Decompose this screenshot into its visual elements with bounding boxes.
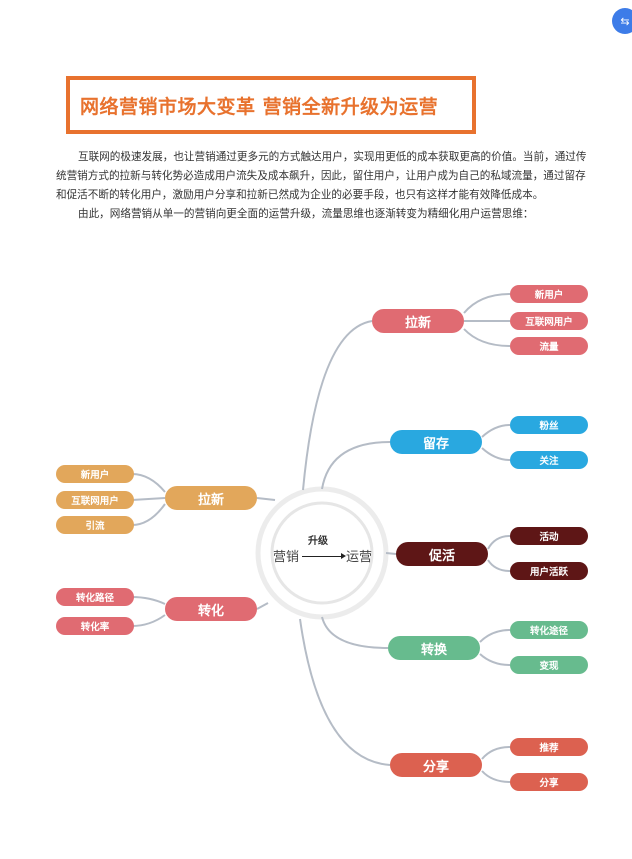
leaf-node[interactable]: 活动 xyxy=(510,527,588,545)
leaf-node[interactable]: 分享 xyxy=(510,773,588,791)
branch-node[interactable]: 促活 xyxy=(396,542,488,566)
leaf-node[interactable]: 关注 xyxy=(510,451,588,469)
intro-paragraph: 互联网的极速发展，也让营销通过更多元的方式触达用户，实现用更低的成本获取更高的价… xyxy=(56,151,587,201)
translate-icon[interactable]: ⇆ xyxy=(612,8,632,34)
leaf-node[interactable]: 互联网用户 xyxy=(510,312,588,330)
center-arrow-label: 升级 xyxy=(308,536,328,547)
leaf-node[interactable]: 用户活跃 xyxy=(510,562,588,580)
summary-paragraph: 由此，网络营销从单一的营销向更全面的运营升级，流量思维也逐渐转变为精细化用户运营… xyxy=(78,208,534,220)
branch-node[interactable]: 转换 xyxy=(388,636,480,660)
leaf-node[interactable]: 推荐 xyxy=(510,738,588,756)
leaf-node[interactable]: 互联网用户 xyxy=(56,491,134,509)
branch-node[interactable]: 拉新 xyxy=(165,486,257,510)
page-title: 网络营销市场大变革 营销全新升级为运营 xyxy=(80,95,439,118)
arrow-icon xyxy=(302,553,346,559)
leaf-node[interactable]: 新用户 xyxy=(56,465,134,483)
leaf-node[interactable]: 转化路径 xyxy=(56,588,134,606)
leaf-node[interactable]: 转化率 xyxy=(56,617,134,635)
branch-node[interactable]: 分享 xyxy=(390,753,482,777)
leaf-node[interactable]: 新用户 xyxy=(510,285,588,303)
title-box: 网络营销市场大变革 营销全新升级为运营 xyxy=(66,76,476,134)
center-from: 营销 xyxy=(273,550,300,565)
leaf-node[interactable]: 粉丝 xyxy=(510,416,588,434)
branch-node[interactable]: 拉新 xyxy=(372,309,464,333)
branch-node[interactable]: 留存 xyxy=(390,430,482,454)
leaf-node[interactable]: 引流 xyxy=(56,516,134,534)
leaf-node[interactable]: 转化途径 xyxy=(510,621,588,639)
branch-node[interactable]: 转化 xyxy=(165,597,257,621)
leaf-node[interactable]: 变现 xyxy=(510,656,588,674)
leaf-node[interactable]: 流量 xyxy=(510,337,588,355)
center-to: 运营 xyxy=(346,550,373,565)
